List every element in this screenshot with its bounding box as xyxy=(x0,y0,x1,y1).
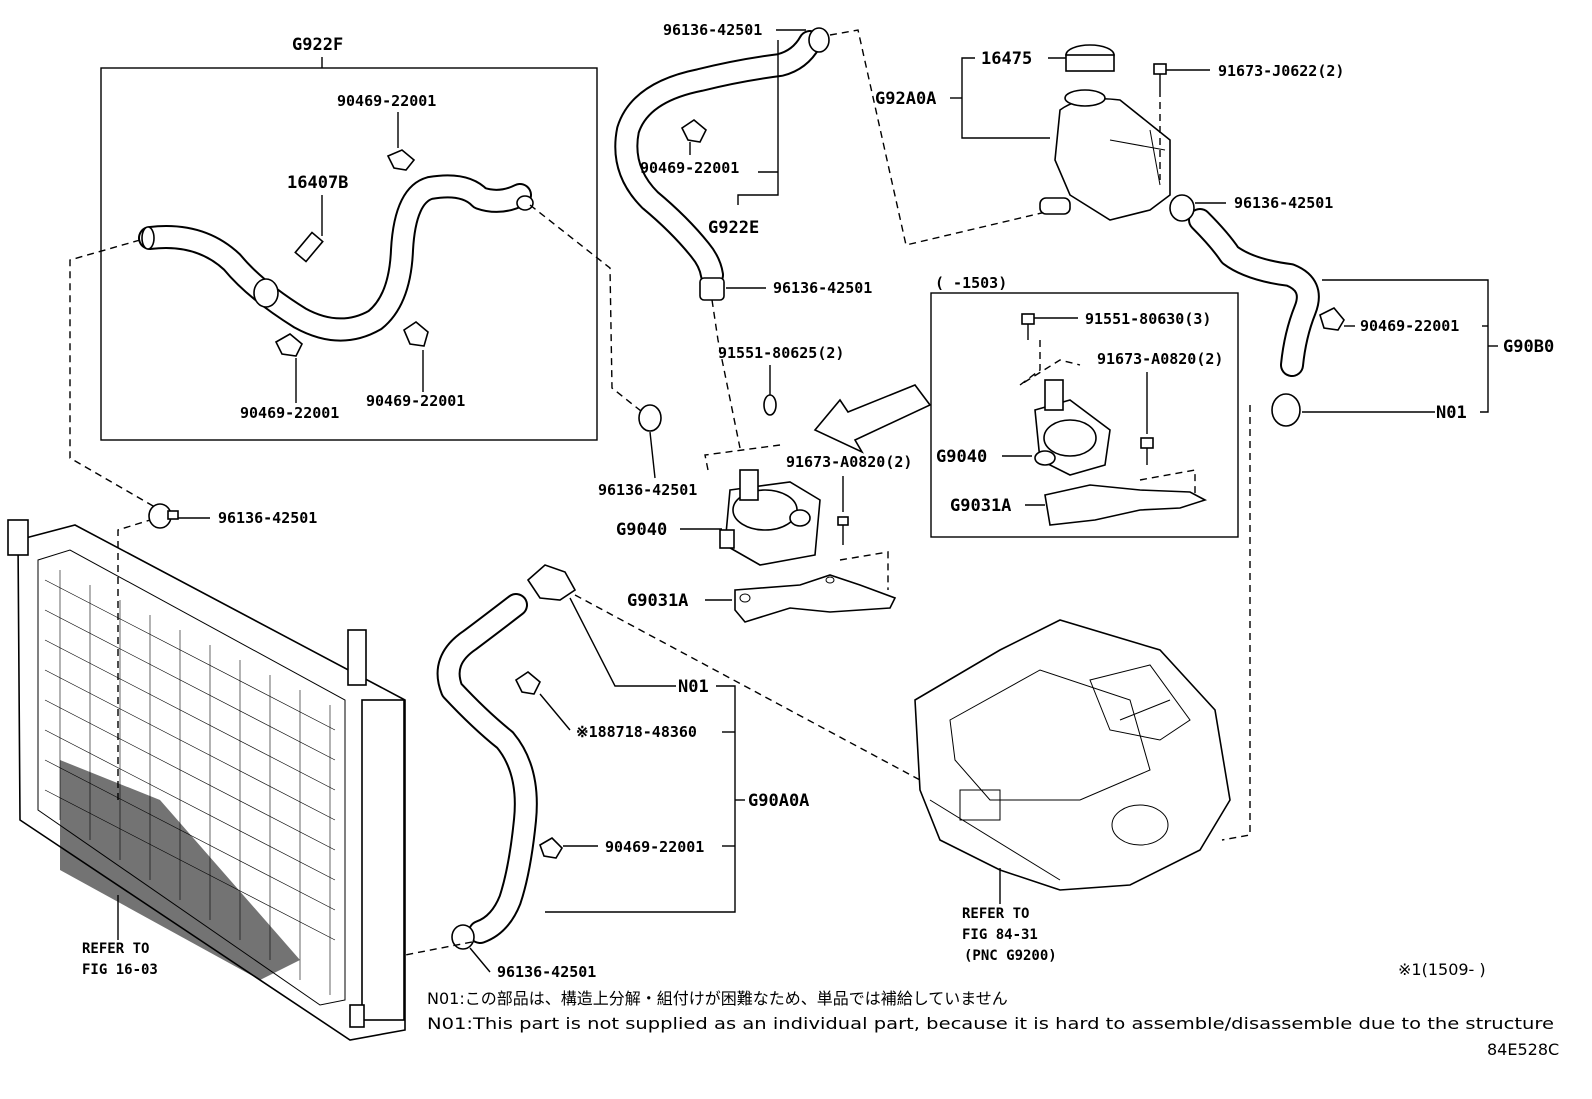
label-g922e: G922E xyxy=(708,218,759,238)
label-clamp-top: 96136-42501 xyxy=(663,21,762,39)
water-pump-icon xyxy=(1034,379,1111,476)
label-clip-b: 90469-22001 xyxy=(240,404,339,422)
note-english: N01:This part is not supplied as an indi… xyxy=(427,1014,1554,1033)
label-g9031a-inset: G9031A xyxy=(950,496,1011,516)
hose-fitting xyxy=(253,278,279,308)
clamp-icon xyxy=(699,277,725,301)
bolt-icon xyxy=(1153,63,1167,90)
label-bolt-b: 91673-A0820(2) xyxy=(786,453,912,471)
bolt-icon xyxy=(1140,437,1154,465)
label-clip-e: 90469-22001 xyxy=(1360,317,1459,335)
clip-icon xyxy=(514,671,541,695)
connector-icon xyxy=(526,564,577,601)
inset-range-label: ( -1503) xyxy=(935,274,1007,292)
reservoir-icon xyxy=(1039,44,1171,221)
clip-icon xyxy=(1319,307,1345,331)
refer-inverter-1: REFER TO xyxy=(962,906,1029,922)
label-clamp-g: 96136-42501 xyxy=(1234,194,1333,212)
plug-16407b-icon xyxy=(294,195,324,263)
label-g9040-inset: G9040 xyxy=(936,447,987,467)
label-16475: 16475 xyxy=(981,49,1032,69)
label-g9031a-main: G9031A xyxy=(627,591,688,611)
clamp-icon xyxy=(638,404,662,432)
g922f-label: G922F xyxy=(292,35,343,55)
clamp-icon xyxy=(1169,194,1195,222)
note-japanese: N01:この部品は、構造上分解・組付けが困難なため、単品では補給していません xyxy=(427,989,1008,1008)
label-n01-lower: N01 xyxy=(678,677,709,697)
clip-icon xyxy=(680,119,707,143)
footnote-mark: ※1(1509- ) xyxy=(1398,960,1486,979)
g922f-box xyxy=(100,67,598,441)
label-g9040-main: G9040 xyxy=(616,520,667,540)
g922e-group: 96136-42501 90469-22001 G922E 96136-4250… xyxy=(614,21,872,301)
label-bolt-a: 91551-80625(2) xyxy=(718,344,844,362)
bolt-icon xyxy=(837,516,849,545)
label-clamp-h: 96136-42501 xyxy=(497,963,596,981)
radiator-icon xyxy=(7,519,406,1041)
clip-icon xyxy=(386,149,416,171)
refer-inverter-3: (PNC G9200) xyxy=(964,948,1057,964)
label-bolt-e: 91673-A0820(2) xyxy=(1097,350,1223,368)
refer-radiator-1: REFER TO xyxy=(82,941,149,957)
direction-arrow-icon xyxy=(813,384,932,454)
refer-radiator-2: FIG 16-03 xyxy=(82,962,158,978)
g922f-group: G922F 16407B 90469-22001 90469-22001 90 xyxy=(100,35,598,441)
label-clamp-f: 96136-42501 xyxy=(598,481,697,499)
label-n01-right: N01 xyxy=(1436,403,1467,423)
label-clip-c: 90469-22001 xyxy=(366,392,465,410)
connector-icon xyxy=(1271,393,1301,427)
label-16407b: 16407B xyxy=(287,173,348,193)
label-g90b0: G90B0 xyxy=(1503,337,1554,357)
clip-icon xyxy=(274,333,303,357)
label-clamp-radiator: 96136-42501 xyxy=(218,509,317,527)
label-bolt-c: 91673-J0622(2) xyxy=(1218,62,1344,80)
water-pump-icon xyxy=(638,394,821,566)
g90a0a-group xyxy=(436,564,577,950)
bolt-icon xyxy=(1021,313,1035,340)
label-g90a0a: G90A0A xyxy=(748,791,809,811)
label-g92a0a: G92A0A xyxy=(875,89,936,109)
label-clip-d: 90469-22001 xyxy=(640,159,739,177)
inverter-icon xyxy=(914,619,1231,891)
label-clip-a: 90469-22001 xyxy=(337,92,436,110)
label-hose-note: ※188718-48360 xyxy=(576,723,697,741)
label-clamp-e: 96136-42501 xyxy=(773,279,872,297)
g90b0-group xyxy=(1169,194,1345,427)
refer-inverter-2: FIG 84-31 xyxy=(962,927,1038,943)
inset-box: ( -1503) 91551-80630(3) G9040 91673-A082… xyxy=(930,274,1239,538)
clip-icon xyxy=(539,836,564,859)
label-bolt-d: 91551-80630(3) xyxy=(1085,310,1211,328)
bolt-icon xyxy=(763,394,777,416)
bracket-icon xyxy=(1044,484,1208,526)
clamp-icon xyxy=(808,27,830,53)
figure-code: 84E528C xyxy=(1487,1040,1559,1059)
clip-icon xyxy=(403,321,429,347)
label-clip-f: 90469-22001 xyxy=(605,838,704,856)
clamp-icon xyxy=(148,503,179,529)
bracket-icon xyxy=(734,574,897,623)
